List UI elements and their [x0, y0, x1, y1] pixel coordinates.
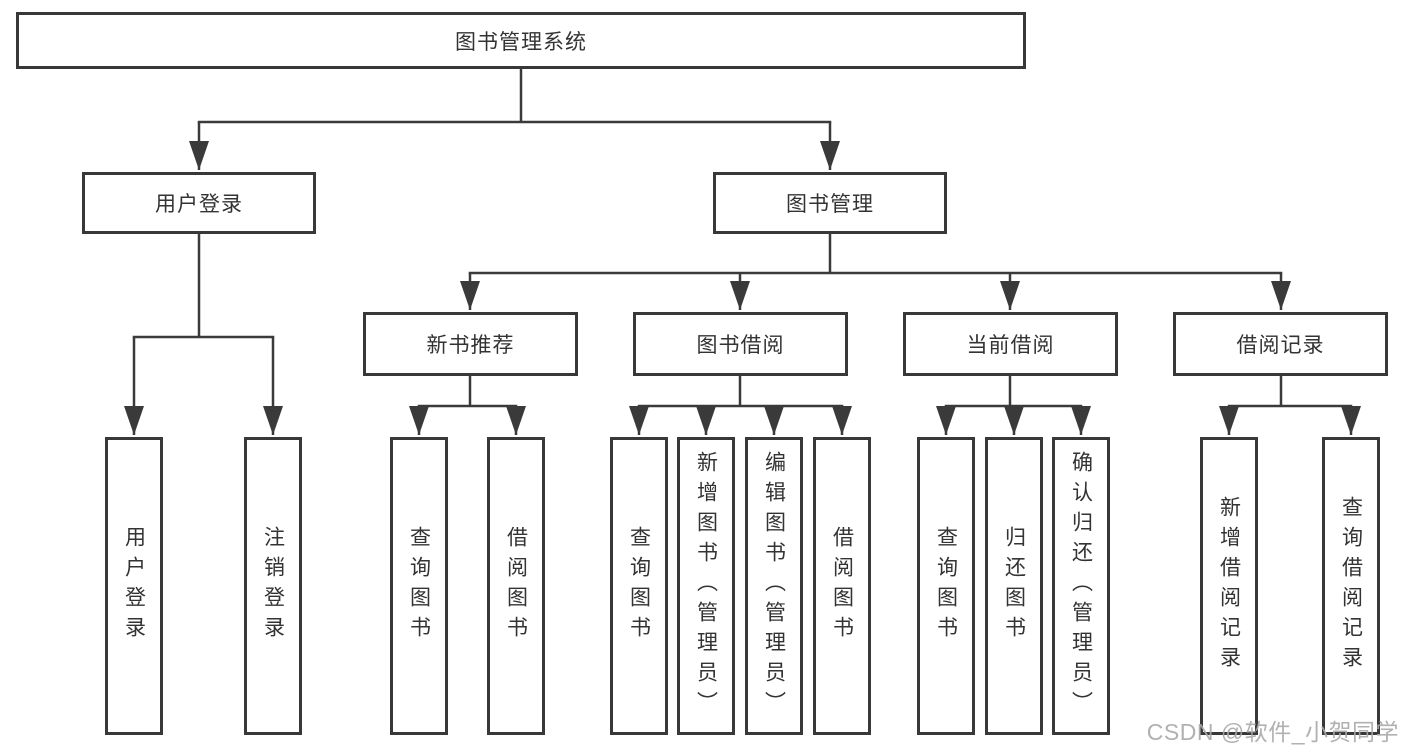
- node-current-borrow-label: 当前借阅: [966, 334, 1055, 357]
- leaf-logout: 注销登录: [244, 437, 302, 735]
- leaf-add-book-admin-label: 新增图书（管理员）: [694, 451, 718, 721]
- node-borrow-record: 借阅记录: [1173, 312, 1388, 376]
- leaf-borrow-book-1: 借阅图书: [487, 437, 545, 735]
- leaf-add-book-admin: 新增图书（管理员）: [677, 437, 735, 735]
- leaf-query-book-1-label: 查询图书: [407, 526, 431, 646]
- leaf-borrow-book-2-label: 借阅图书: [830, 526, 854, 646]
- leaf-user-login: 用户登录: [105, 437, 163, 735]
- leaf-query-borrow-record-label: 查询借阅记录: [1339, 496, 1363, 676]
- leaf-confirm-return-admin: 确认归还（管理员）: [1052, 437, 1110, 735]
- node-current-borrow: 当前借阅: [903, 312, 1118, 376]
- leaf-query-book-3: 查询图书: [917, 437, 975, 735]
- leaf-add-borrow-record-label: 新增借阅记录: [1217, 496, 1241, 676]
- node-book-management: 图书管理: [713, 172, 947, 234]
- node-new-book-recommend-label: 新书推荐: [426, 334, 515, 357]
- leaf-confirm-return-admin-label: 确认归还（管理员）: [1069, 451, 1093, 721]
- leaf-query-book-3-label: 查询图书: [934, 526, 958, 646]
- node-book-borrow: 图书借阅: [633, 312, 848, 376]
- leaf-return-book: 归还图书: [985, 437, 1043, 735]
- leaf-query-book-2-label: 查询图书: [627, 526, 651, 646]
- node-borrow-record-label: 借阅记录: [1236, 334, 1325, 357]
- leaf-user-login-label: 用户登录: [122, 526, 146, 646]
- node-user-login-label: 用户登录: [155, 193, 243, 216]
- leaf-query-book-2: 查询图书: [610, 437, 668, 735]
- leaf-edit-book-admin-label: 编辑图书（管理员）: [762, 451, 786, 721]
- leaf-logout-label: 注销登录: [261, 526, 285, 646]
- leaf-borrow-book-1-label: 借阅图书: [504, 526, 528, 646]
- leaf-borrow-book-2: 借阅图书: [813, 437, 871, 735]
- leaf-return-book-label: 归还图书: [1002, 526, 1026, 646]
- node-new-book-recommend: 新书推荐: [363, 312, 578, 376]
- leaf-add-borrow-record: 新增借阅记录: [1200, 437, 1258, 735]
- leaf-query-borrow-record: 查询借阅记录: [1322, 437, 1380, 735]
- leaf-edit-book-admin: 编辑图书（管理员）: [745, 437, 803, 735]
- connector-trunks: [132, 67, 1353, 408]
- node-root-label: 图书管理系统: [455, 30, 587, 54]
- connector-arrows: [124, 122, 1361, 435]
- node-book-management-label: 图书管理: [786, 193, 874, 216]
- leaf-query-book-1: 查询图书: [390, 437, 448, 735]
- node-user-login: 用户登录: [82, 172, 316, 234]
- csdn-watermark: CSDN @软件_小贺同学: [1146, 719, 1399, 745]
- node-book-borrow-label: 图书借阅: [696, 334, 785, 357]
- node-root: 图书管理系统: [16, 12, 1026, 69]
